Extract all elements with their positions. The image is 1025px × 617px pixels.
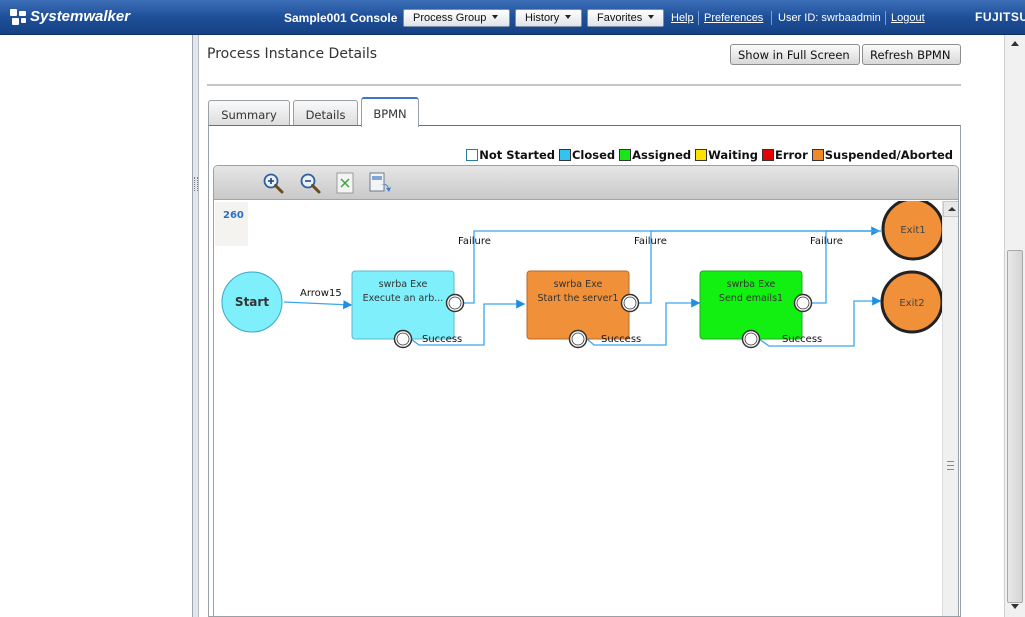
start-label: Start bbox=[235, 295, 269, 309]
arrow-up-icon bbox=[1011, 41, 1019, 46]
process-group-label: Process Group bbox=[413, 12, 487, 24]
task-name-label: Start the server1 bbox=[538, 293, 619, 304]
left-panel bbox=[0, 35, 193, 617]
page-scroll-thumb[interactable] bbox=[1007, 250, 1023, 603]
tab-bpmn[interactable]: BPMN bbox=[361, 97, 419, 127]
exit2-label: Exit2 bbox=[899, 298, 924, 309]
history-label: History bbox=[525, 12, 560, 24]
legend-swatch bbox=[558, 149, 571, 161]
page-scroll-down[interactable] bbox=[1007, 600, 1023, 614]
logo-text: Systemwalker bbox=[30, 8, 131, 25]
process-group-menu[interactable]: Process Group bbox=[403, 9, 510, 27]
legend-not-started: Not Started bbox=[466, 148, 555, 162]
connectors bbox=[283, 226, 882, 347]
task-type-label: swrba Exe bbox=[379, 279, 428, 290]
help-link[interactable]: Help bbox=[671, 12, 694, 24]
show-full-screen-button[interactable]: Show in Full Screen bbox=[730, 44, 860, 65]
legend-label: Not Started bbox=[479, 148, 555, 162]
splitter-grip-icon[interactable] bbox=[194, 177, 198, 191]
failure-label: Failure bbox=[458, 236, 491, 247]
task-type-label: swrba Exe bbox=[554, 279, 603, 290]
zoom-in-icon[interactable] bbox=[261, 171, 285, 195]
arrow-up-icon bbox=[948, 207, 956, 211]
legend-swatch bbox=[619, 149, 632, 161]
zoom-readout-box bbox=[215, 202, 248, 246]
divider bbox=[207, 84, 961, 86]
task-name-label: Send emails1 bbox=[719, 293, 783, 304]
legend-error: Error bbox=[761, 148, 808, 162]
main-content: Process Instance Details Show in Full Sc… bbox=[199, 35, 1004, 617]
bpmn-panel: Not Started Closed Assigned Waiting Erro… bbox=[208, 125, 961, 617]
bpmn-diagram: 260 Start Arrow15 swrba Exe bbox=[214, 201, 942, 616]
failure-label: Failure bbox=[810, 236, 843, 247]
failure-label: Failure bbox=[634, 236, 667, 247]
user-id: User ID: swrbaadmin bbox=[778, 12, 881, 24]
systemwalker-logo: Systemwalker bbox=[10, 8, 130, 25]
fujitsu-logo: FUJITSU bbox=[975, 10, 1025, 24]
chevron-down-icon bbox=[565, 15, 572, 19]
favorites-menu[interactable]: Favorites bbox=[587, 9, 664, 27]
tab-summary[interactable]: Summary bbox=[208, 100, 290, 126]
systemwalker-logo-icon bbox=[10, 8, 26, 25]
preferences-link[interactable]: Preferences bbox=[704, 12, 764, 24]
legend-label: Error bbox=[774, 148, 808, 162]
scroll-grip-icon[interactable] bbox=[947, 461, 954, 470]
panel-splitter[interactable] bbox=[193, 35, 199, 617]
bpmn-viewer: 260 Start Arrow15 swrba Exe bbox=[213, 165, 959, 617]
logout-link[interactable]: Logout bbox=[891, 12, 925, 24]
success-label: Success bbox=[422, 334, 462, 345]
viewer-toolbar bbox=[214, 166, 958, 200]
legend-swatch bbox=[466, 149, 479, 161]
refresh-bpmn-button[interactable]: Refresh BPMN bbox=[862, 44, 961, 65]
task-type-label: swrba Exe bbox=[727, 279, 776, 290]
arrow-label: Arrow15 bbox=[300, 288, 342, 299]
export-icon[interactable] bbox=[367, 171, 391, 195]
status-legend: Not Started Closed Assigned Waiting Erro… bbox=[462, 148, 953, 162]
exit2-event[interactable] bbox=[880, 270, 942, 334]
history-menu[interactable]: History bbox=[515, 9, 582, 27]
diagram-scrollbar[interactable] bbox=[942, 201, 958, 616]
page-title: Process Instance Details bbox=[207, 46, 378, 62]
legend-label: Closed bbox=[571, 148, 616, 162]
top-bar: Systemwalker Sample001 Console Process G… bbox=[0, 0, 1025, 35]
start-event[interactable] bbox=[221, 271, 283, 333]
legend-assigned: Assigned bbox=[619, 148, 691, 162]
legend-closed: Closed bbox=[558, 148, 616, 162]
legend-swatch bbox=[695, 149, 708, 161]
console-title: Sample001 Console bbox=[284, 11, 398, 25]
favorites-label: Favorites bbox=[597, 12, 643, 24]
legend-label: Assigned bbox=[632, 148, 692, 162]
divider bbox=[771, 11, 772, 25]
task-name-label: Execute an arb... bbox=[363, 293, 444, 304]
exit1-event[interactable] bbox=[881, 201, 942, 261]
legend-swatch bbox=[811, 149, 824, 161]
boundary-events bbox=[393, 293, 813, 349]
legend-swatch bbox=[761, 149, 774, 161]
zoom-readout: 260 bbox=[223, 210, 244, 221]
zoom-out-icon[interactable] bbox=[298, 171, 322, 195]
arrow-down-icon bbox=[1011, 604, 1019, 609]
legend-label: Waiting bbox=[708, 148, 758, 162]
legend-waiting: Waiting bbox=[695, 148, 758, 162]
exit1-label: Exit1 bbox=[900, 225, 925, 236]
chevron-down-icon bbox=[492, 15, 499, 19]
fit-to-page-icon[interactable] bbox=[333, 171, 357, 195]
success-label: Success bbox=[782, 334, 822, 345]
page-scrollbar[interactable] bbox=[1004, 35, 1025, 617]
tab-details[interactable]: Details bbox=[293, 100, 358, 126]
legend-suspended-aborted: Suspended/Aborted bbox=[811, 148, 953, 162]
divider bbox=[698, 11, 699, 25]
legend-label: Suspended/Aborted bbox=[824, 148, 953, 162]
success-label: Success bbox=[601, 334, 641, 345]
scroll-up-arrow[interactable] bbox=[943, 201, 958, 217]
page-scroll-up[interactable] bbox=[1007, 37, 1023, 51]
chevron-down-icon bbox=[648, 15, 655, 19]
divider bbox=[885, 11, 886, 25]
